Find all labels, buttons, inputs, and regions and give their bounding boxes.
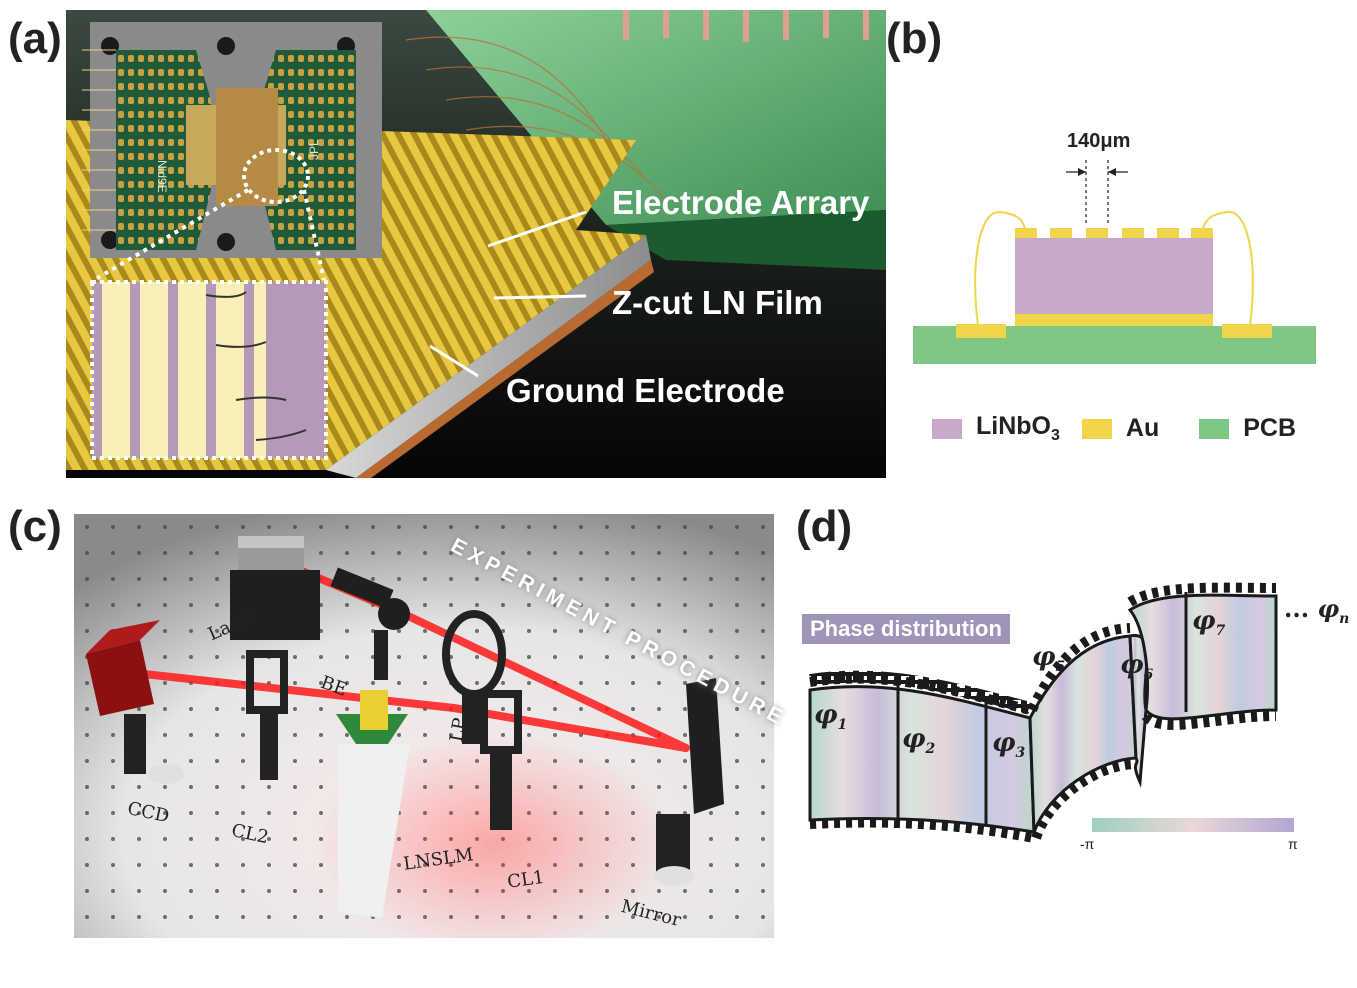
top-electrodes: [1015, 228, 1213, 238]
left-bond-wire: [974, 210, 1026, 327]
phase-distribution-title: Phase distribution: [802, 614, 1010, 644]
phase-label-n: ... φn: [1284, 594, 1350, 627]
panel-d-letter: (d): [796, 502, 853, 551]
colorbar-max-label: π: [1288, 836, 1298, 852]
cl2-lens: [246, 650, 288, 780]
lnslm-device: [336, 690, 410, 918]
panel-a-letter: (a): [8, 14, 62, 63]
panel-c-setup-render: [74, 514, 774, 938]
phase-label-6: φ6: [1120, 650, 1154, 684]
legend-label-au: Au: [1125, 414, 1160, 442]
dimension-marker: [1066, 160, 1128, 226]
left-pad: [956, 324, 1006, 338]
legend-label-linbo3: LiNbO3: [976, 412, 1060, 444]
phase-label-7: φ7: [1192, 606, 1226, 640]
linbo3-layer: [1015, 238, 1213, 314]
phase-label-1: φ1: [814, 700, 848, 734]
ccd-camera: [86, 620, 184, 784]
laser-source: [230, 536, 320, 640]
film-segment-4: [1127, 593, 1278, 721]
legend-swatch-pcb: [1199, 418, 1230, 439]
colorbar: [1092, 818, 1294, 832]
label-ground-electrode: Ground Electrode: [506, 372, 785, 409]
label-zcut-ln-film: Z-cut LN Film: [612, 284, 823, 321]
cl1-lens: [480, 690, 522, 830]
legend-swatch-linbo3: [932, 418, 962, 439]
panel-a-device-render: Nid9E JPL: [66, 10, 886, 478]
panel-d-film-strip: [808, 582, 1294, 843]
beam-expander: [330, 567, 410, 680]
pcb-text-right: JPL: [307, 139, 321, 160]
pcb-text-left: Nid9E: [155, 160, 169, 193]
phase-label-5: φ5: [1032, 642, 1066, 676]
zoom-circle: [242, 148, 310, 204]
legend-item-linbo3: LiNbO3: [932, 412, 1060, 445]
panel-b-cross-section: [913, 160, 1316, 364]
right-bond-wire: [1202, 210, 1254, 327]
micrograph-inset: [90, 280, 328, 460]
label-lp: LP: [446, 716, 471, 744]
legend-item-au: Au: [1081, 414, 1160, 443]
ground-electrode-layer: [1015, 314, 1213, 326]
legend-label-pcb: PCB: [1243, 414, 1297, 442]
lp-polarizer: [442, 610, 506, 744]
right-pad: [1222, 324, 1272, 338]
panel-c-letter: (c): [8, 502, 62, 551]
legend-swatch-au: [1081, 418, 1112, 439]
mirror: [654, 678, 724, 886]
colorbar-min-label: -π: [1080, 836, 1095, 852]
panel-b-letter: (b): [886, 14, 943, 63]
dimension-label: 140μm: [1067, 130, 1131, 152]
panel-b-legend: LiNbO3 Au PCB: [932, 412, 1296, 445]
legend-item-pcb: PCB: [1199, 414, 1296, 443]
phase-label-2: φ2: [902, 724, 936, 758]
label-electrode-array: Electrode Arrary: [612, 184, 870, 221]
phase-label-3: φ3: [992, 728, 1026, 762]
